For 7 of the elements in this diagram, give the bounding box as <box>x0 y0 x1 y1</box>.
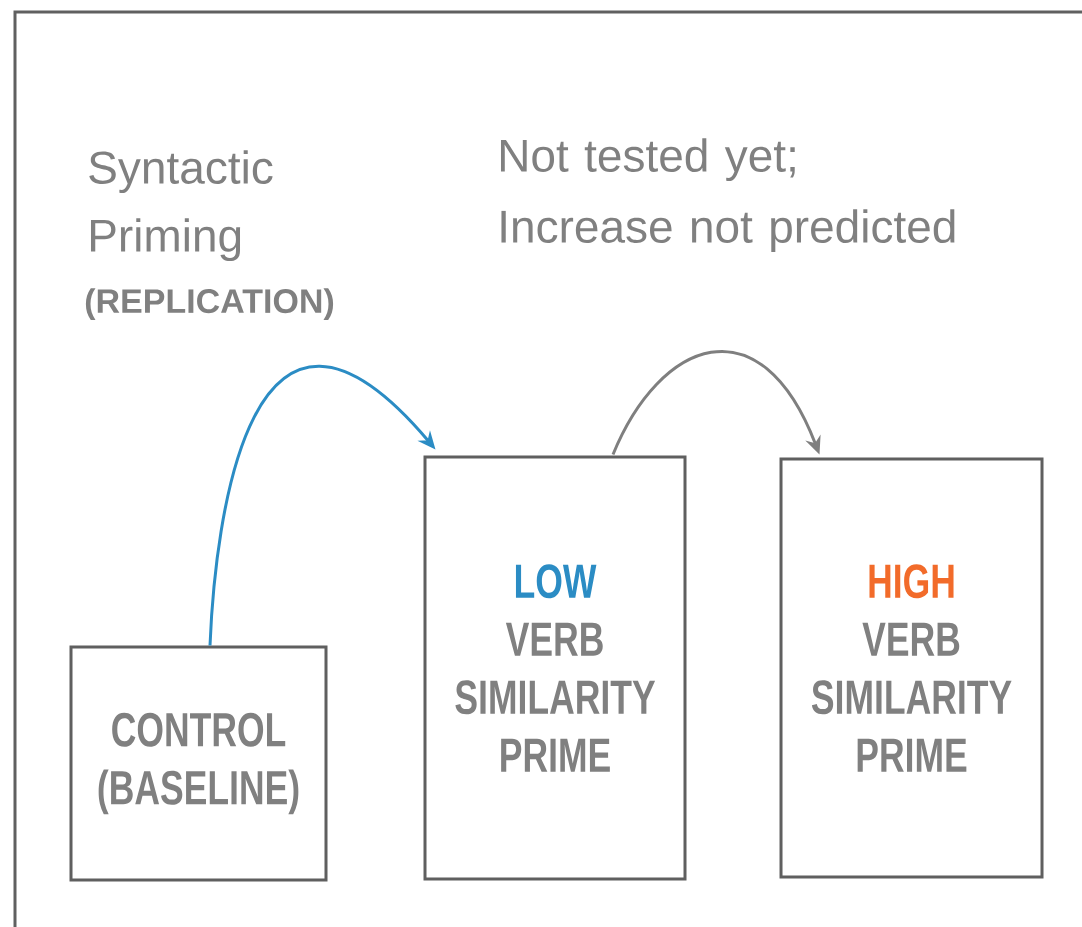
annotation-text: (REPLICATION) <box>85 288 334 320</box>
text-box: LOW VERB SIMILARITY PRIME <box>423 455 687 881</box>
arrow <box>611 350 821 456</box>
annotation-text: Not tested yet; Increase not predicted <box>501 138 955 253</box>
annotation-text: Syntactic Priming <box>89 150 273 262</box>
text-box: HIGH VERB SIMILARITY PRIME <box>779 457 1044 879</box>
text-box: CONTROL (BASELINE) <box>69 645 328 882</box>
